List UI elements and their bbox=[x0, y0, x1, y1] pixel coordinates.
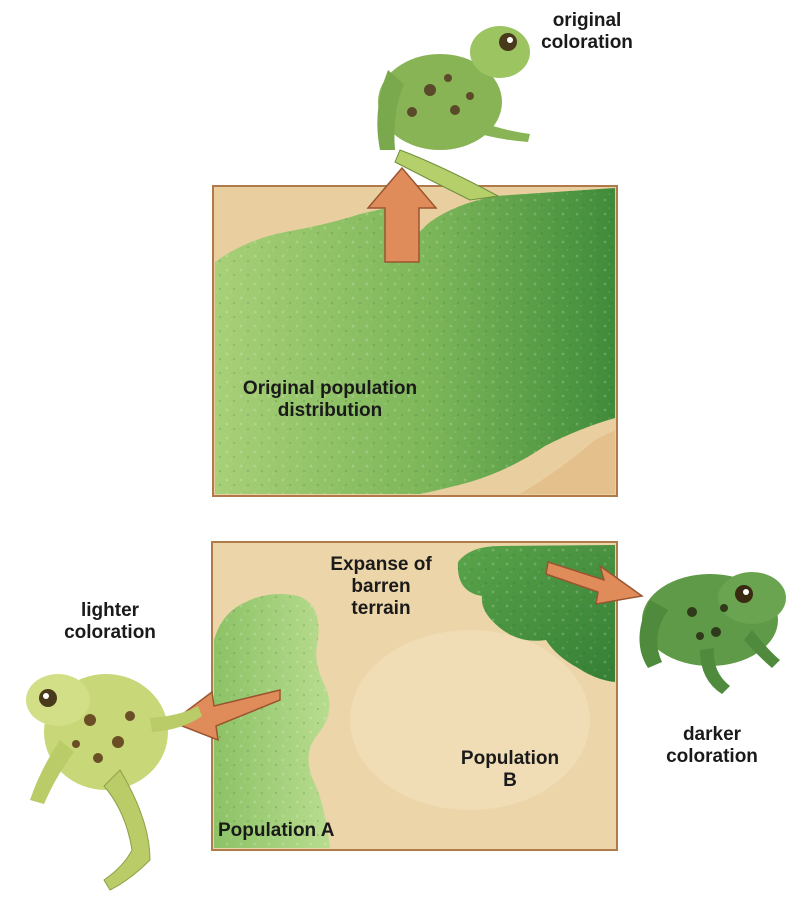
label-original-population: Original population distribution bbox=[206, 378, 454, 422]
label-population-b: Population B bbox=[440, 748, 580, 792]
label-lighter-coloration: lighter coloration bbox=[40, 600, 180, 644]
label-population-a: Population A bbox=[218, 820, 378, 842]
label-expanse-barren-terrain: Expanse of barren terrain bbox=[306, 554, 456, 620]
frog-dark-icon bbox=[639, 572, 786, 694]
frog-light-icon bbox=[26, 674, 202, 890]
label-original-coloration: original coloration bbox=[522, 10, 652, 54]
label-darker-coloration: darker coloration bbox=[642, 724, 782, 768]
